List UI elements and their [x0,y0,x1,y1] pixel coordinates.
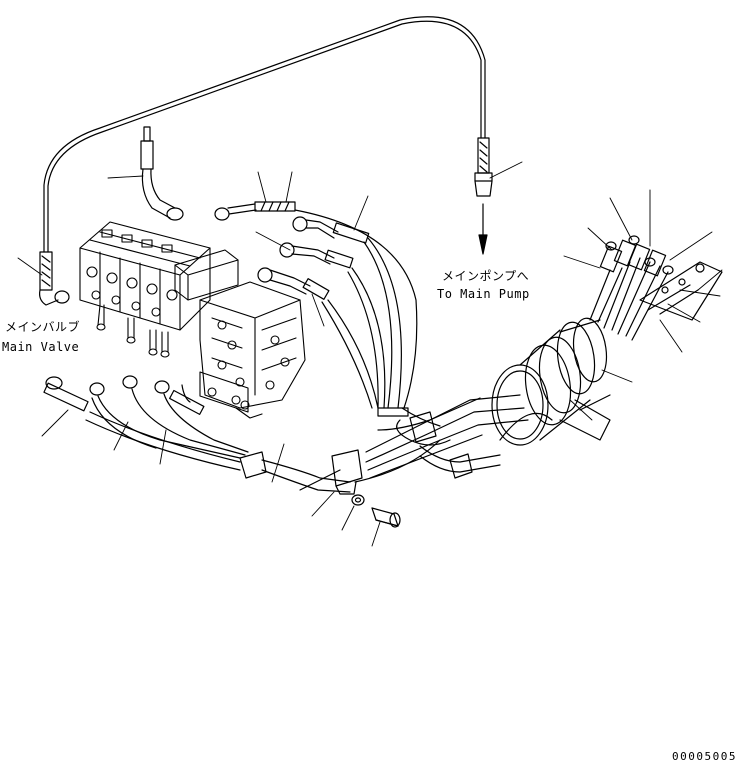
converging-hose-bundle [295,210,417,416]
upper-right-hose-set [590,236,722,340]
main-valve-stack [80,222,305,418]
arc-hose-left-fitting [40,252,69,305]
small-pilot-pipe [141,127,183,220]
main-valve-label-jp: メインバルブ [5,320,81,334]
drawing-code: 00005005 [672,750,737,763]
arc-hose-right-fitting [475,138,492,254]
part-leader-lines [18,162,722,546]
pump-hose-arc [44,17,485,252]
bolt-and-washer [352,495,400,527]
main-pump-label-en: To Main Pump [437,287,530,301]
hose-boot-funnel [492,316,610,445]
lower-left-hoses [44,376,266,478]
main-hose-bundle [262,395,528,494]
main-pump-label-jp: メインポンプへ [442,269,530,283]
main-valve-label-en: Main Valve [2,340,80,354]
